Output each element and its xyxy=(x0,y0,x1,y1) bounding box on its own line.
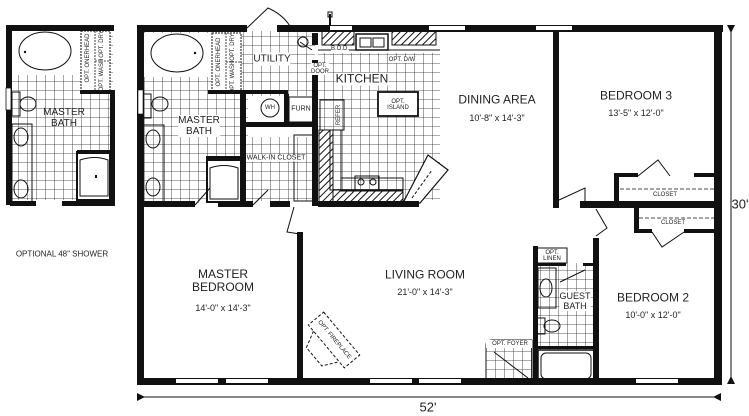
inset-dryer-label: OPT. DRY xyxy=(99,30,105,58)
bedroom-2-closet-label: CLOSET xyxy=(658,220,688,226)
dishwasher-label: OPT. D/W xyxy=(388,57,416,63)
refrigerator-label: REFER xyxy=(336,104,342,126)
optional-shower-caption: OPTIONAL 48" SHOWER xyxy=(15,249,109,259)
island-label: OPT. ISLAND xyxy=(387,99,409,111)
master-bath-label: MASTER BATH xyxy=(178,115,220,137)
kitchen-label: KITCHEN xyxy=(335,71,389,86)
living-room-size: 21'-0" x 14'-3" xyxy=(397,287,453,297)
overall-depth-label: 30' xyxy=(731,196,749,212)
inset-overhead-label: OPT. ONERHEAD xyxy=(85,33,91,83)
inset-washer-label: OPT. WASH xyxy=(99,58,105,92)
main-house xyxy=(137,7,735,401)
master-bedroom-label: MASTER BEDROOM xyxy=(191,267,255,294)
guest-bath-label: GUEST BATH xyxy=(559,291,591,311)
bedroom-3-closet-label: CLOSET xyxy=(650,192,680,198)
dryer-label: OPT. DRY xyxy=(230,33,236,61)
dining-area-size: 10'-8" x 14'-3" xyxy=(469,113,525,123)
utility-label: UTILITY xyxy=(253,52,291,66)
walk-in-closet-label: WALK-IN CLOSET xyxy=(246,154,306,162)
overhead-label: OPT. ONERHEAD xyxy=(216,37,222,87)
living-room-label: LIVING ROOM xyxy=(384,267,466,282)
linen-closet-label: OPT. LINEN xyxy=(543,250,561,262)
dining-area-label: DINING AREA xyxy=(458,92,536,107)
optional-shower-inset xyxy=(5,25,115,206)
foyer-label: OPT. FOYER xyxy=(491,341,529,347)
opt-door-label: OPT. DOOR xyxy=(311,63,329,75)
bedroom-3-label: BEDROOM 3 xyxy=(599,88,673,103)
bedroom-2-label: BEDROOM 2 xyxy=(616,290,690,305)
washer-label: OPT. WASH xyxy=(230,60,236,94)
bod-label: B.O.D. xyxy=(330,46,350,52)
overall-width-label: 52' xyxy=(419,399,437,415)
bedroom-2-size: 10'-0" x 12'-0" xyxy=(625,310,681,320)
water-heater-label: WH xyxy=(265,105,275,111)
master-bedroom-size: 14'-0" x 14'-3" xyxy=(195,303,251,313)
furnace-label: FURN xyxy=(291,105,311,113)
inset-master-bath-label: MASTER BATH xyxy=(43,107,85,129)
bedroom-3-size: 13'-5" x 12'-0" xyxy=(608,108,664,118)
